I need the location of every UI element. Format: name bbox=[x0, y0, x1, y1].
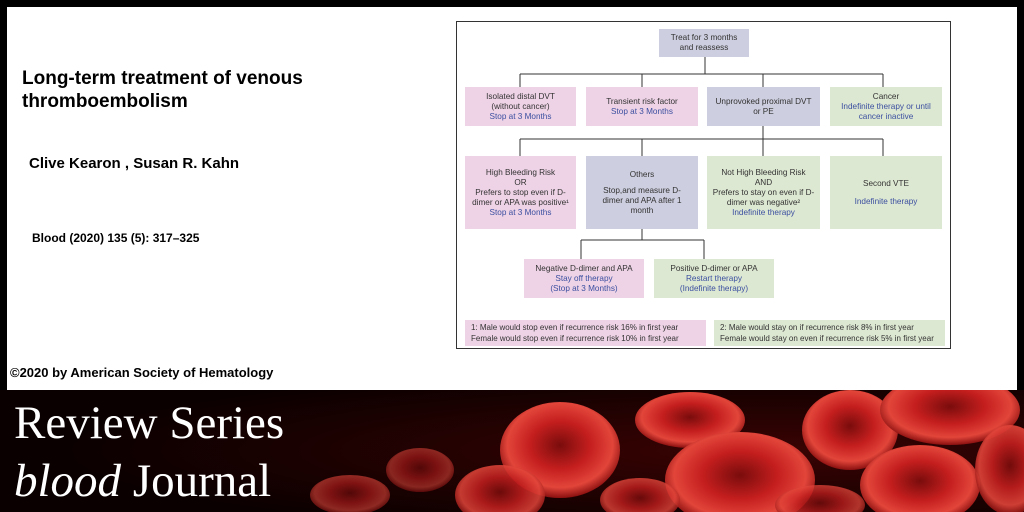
box-label: or PE bbox=[753, 106, 774, 116]
box-label: Not High Bleeding Risk bbox=[721, 167, 806, 177]
box-label: Positive D-dimer or APA bbox=[670, 263, 758, 273]
box-label: AND bbox=[754, 177, 773, 187]
box-label: (without cancer) bbox=[491, 101, 550, 111]
box-others: Others Stop,and measure D-dimer and APA … bbox=[586, 156, 698, 229]
box-action: (Indefinite therapy) bbox=[679, 283, 749, 293]
root-box: Treat for 3 months and reassess bbox=[659, 29, 749, 57]
box-label: Prefers to stay on even if D-dimer was n… bbox=[712, 187, 815, 207]
box-action: Stop at 3 Months bbox=[489, 111, 552, 121]
box-negative-d-dimer: Negative D-dimer and APA Stay off therap… bbox=[524, 259, 644, 298]
footnote-1: 1: Male would stop even if recurrence ri… bbox=[465, 320, 706, 346]
box-label: Second VTE bbox=[863, 178, 909, 188]
copyright-notice: ©2020 by American Society of Hematology bbox=[10, 365, 274, 380]
box-label: Transient risk factor bbox=[606, 96, 678, 106]
footnote-2: 2: Male would stay on if recurrence risk… bbox=[714, 320, 945, 346]
box-label: Prefers to stop even if D-dimer or APA w… bbox=[472, 187, 569, 207]
box-label: High Bleeding Risk bbox=[485, 167, 556, 177]
box-label: OR bbox=[514, 177, 527, 187]
box-label: Stop,and measure D-dimer and APA after 1… bbox=[602, 185, 682, 215]
footnote-line: 2: Male would stay on if recurrence risk… bbox=[720, 323, 914, 332]
box-label: Cancer bbox=[872, 91, 900, 101]
box-cancer: Cancer Indefinite therapy or until cance… bbox=[830, 87, 942, 126]
box-label: Others bbox=[629, 169, 655, 179]
footnote-line: Female would stay on even if recurrence … bbox=[720, 334, 934, 343]
root-line2: and reassess bbox=[679, 43, 729, 52]
box-action: Indefinite therapy or until cancer inact… bbox=[841, 101, 931, 121]
banner-review-series: Review Series bbox=[14, 397, 285, 449]
box-action: Stop at 3 Months bbox=[489, 207, 552, 217]
box-action: (Stop at 3 Months) bbox=[550, 283, 618, 293]
review-series-banner bbox=[0, 390, 1024, 512]
banner-journal-rest: Journal bbox=[121, 455, 272, 507]
footnote-line: Female would stop even if recurrence ris… bbox=[471, 334, 679, 343]
box-action: Stay off therapy bbox=[555, 273, 613, 283]
box-transient-risk-factor: Transient risk factor Stop at 3 Months bbox=[586, 87, 698, 126]
root-line1: Treat for 3 months bbox=[670, 33, 738, 42]
box-action: Indefinite therapy bbox=[732, 207, 795, 217]
banner-journal-italic: blood bbox=[14, 455, 122, 507]
red-blood-cells-image bbox=[0, 390, 1024, 512]
slide-title: Long-term treatment of venous thromboemb… bbox=[22, 68, 303, 112]
box-action: Restart therapy bbox=[686, 273, 742, 283]
banner-journal-name: blood Journal bbox=[14, 455, 271, 507]
box-action: Indefinite therapy bbox=[854, 196, 918, 206]
footnote-line: 1: Male would stop even if recurrence ri… bbox=[471, 323, 679, 332]
box-not-high-bleeding-risk: Not High Bleeding Risk AND Prefers to st… bbox=[707, 156, 820, 229]
flowchart-connectors bbox=[519, 57, 884, 259]
box-high-bleeding-risk: High Bleeding Risk OR Prefers to stop ev… bbox=[465, 156, 576, 229]
box-label: Negative D-dimer and APA bbox=[535, 263, 633, 273]
box-label: Isolated distal DVT bbox=[486, 91, 555, 101]
treatment-flowchart: Treat for 3 months and reassess Isolated… bbox=[456, 21, 951, 349]
box-positive-d-dimer: Positive D-dimer or APA Restart therapy … bbox=[654, 259, 774, 298]
box-isolated-distal-dvt: Isolated distal DVT (without cancer) Sto… bbox=[465, 87, 576, 126]
box-label: Unprovoked proximal DVT bbox=[715, 96, 812, 106]
slide-citation: Blood (2020) 135 (5): 317–325 bbox=[32, 231, 200, 245]
box-unprovoked-proximal-dvt: Unprovoked proximal DVT or PE bbox=[707, 87, 820, 126]
box-action: Stop at 3 Months bbox=[611, 106, 673, 116]
box-second-vte: Second VTE Indefinite therapy bbox=[830, 156, 942, 229]
slide-authors: Clive Kearon , Susan R. Kahn bbox=[29, 155, 240, 172]
